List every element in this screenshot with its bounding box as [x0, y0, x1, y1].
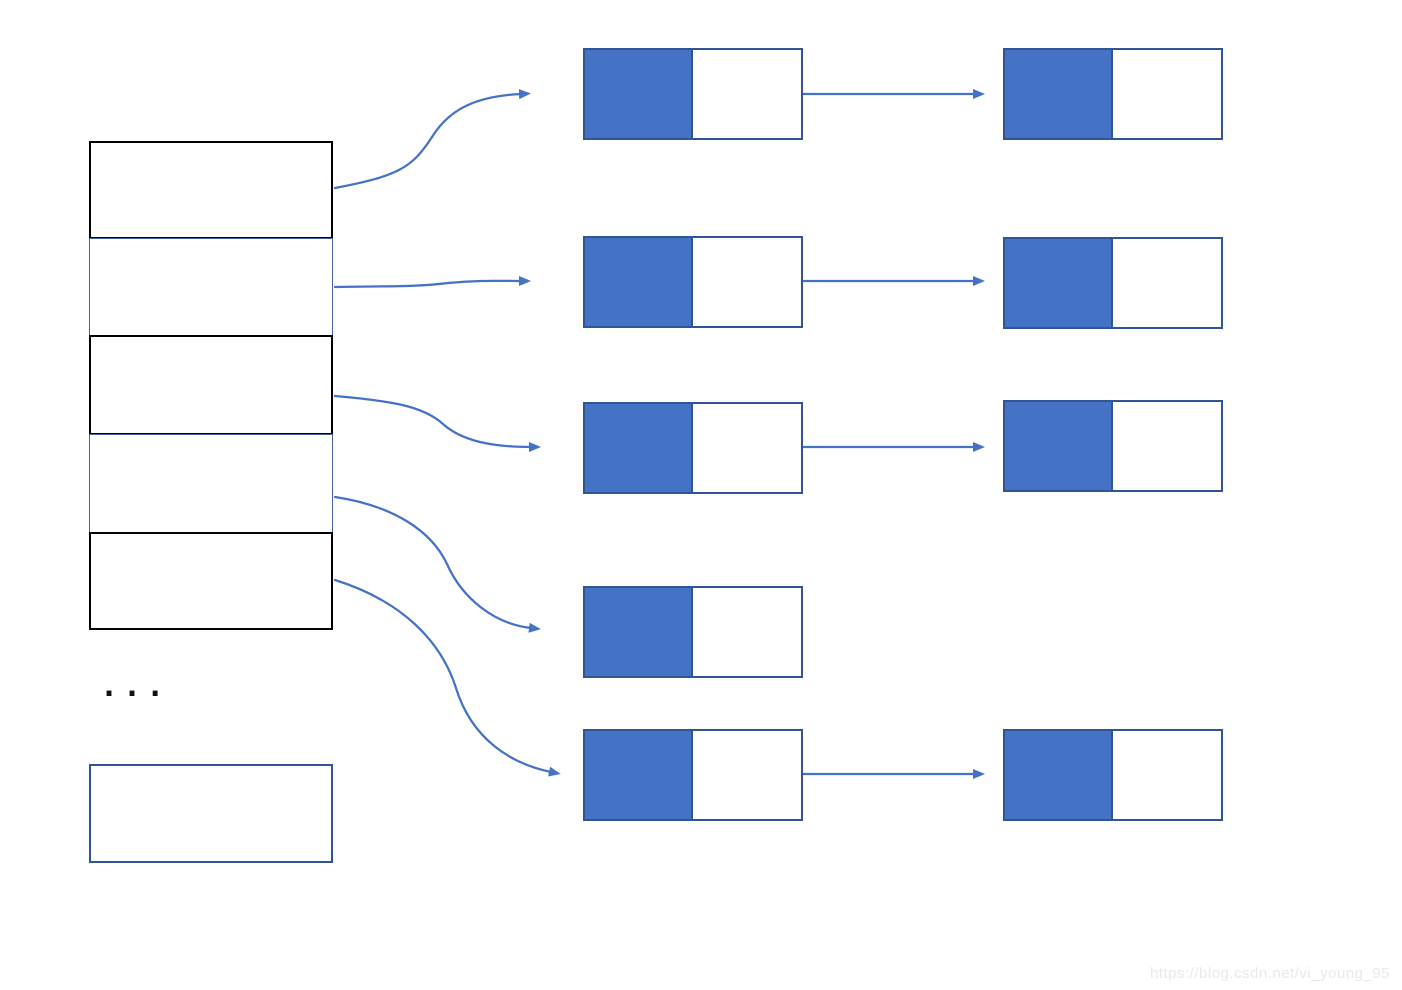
node-data-cell [585, 50, 693, 138]
arrow-bucket5-to-node [333, 578, 561, 777]
watermark-text: https://blog.csdn.net/vi_young_95 [1150, 965, 1390, 982]
node-box-row5-col2 [1003, 729, 1223, 821]
node-box-row4-col1 [583, 586, 803, 678]
node-data-cell [585, 588, 693, 676]
node-box-row2-col2 [1003, 237, 1223, 329]
node-data-cell [1005, 731, 1113, 819]
node-data-cell [1005, 239, 1113, 327]
node-box-row2-col1 [583, 236, 803, 328]
node-data-cell [1005, 402, 1113, 490]
node-pointer-cell [693, 588, 801, 676]
arrow-bucket2-to-node [333, 275, 531, 289]
node-pointer-cell [1113, 731, 1221, 819]
ellipsis-label: ... [100, 669, 170, 704]
extra-bucket-cell [89, 764, 333, 863]
bucket-cell-4 [89, 434, 333, 533]
node-data-cell [585, 731, 693, 819]
bucket-cell-3 [89, 335, 333, 435]
node-data-cell [585, 238, 693, 326]
node-pointer-cell [693, 50, 801, 138]
arrow-bucket1-to-node [333, 89, 531, 190]
node-pointer-cell [1113, 402, 1221, 490]
bucket-cell-5 [89, 532, 333, 630]
node-box-row3-col1 [583, 402, 803, 494]
arrow-bucket3-to-node [333, 394, 541, 452]
node-pointer-cell [693, 404, 801, 492]
node-box-row3-col2 [1003, 400, 1223, 492]
node-pointer-cell [1113, 50, 1221, 138]
node-data-cell [585, 404, 693, 492]
bucket-cell-1 [89, 141, 333, 239]
node-data-cell [1005, 50, 1113, 138]
node-box-row5-col1 [583, 729, 803, 821]
node-pointer-cell [693, 238, 801, 326]
node-box-row1-col1 [583, 48, 803, 140]
bucket-cell-2 [89, 238, 333, 336]
arrow-bucket4-to-node [333, 495, 541, 633]
node-pointer-cell [693, 731, 801, 819]
node-pointer-cell [1113, 239, 1221, 327]
node-box-row1-col2 [1003, 48, 1223, 140]
